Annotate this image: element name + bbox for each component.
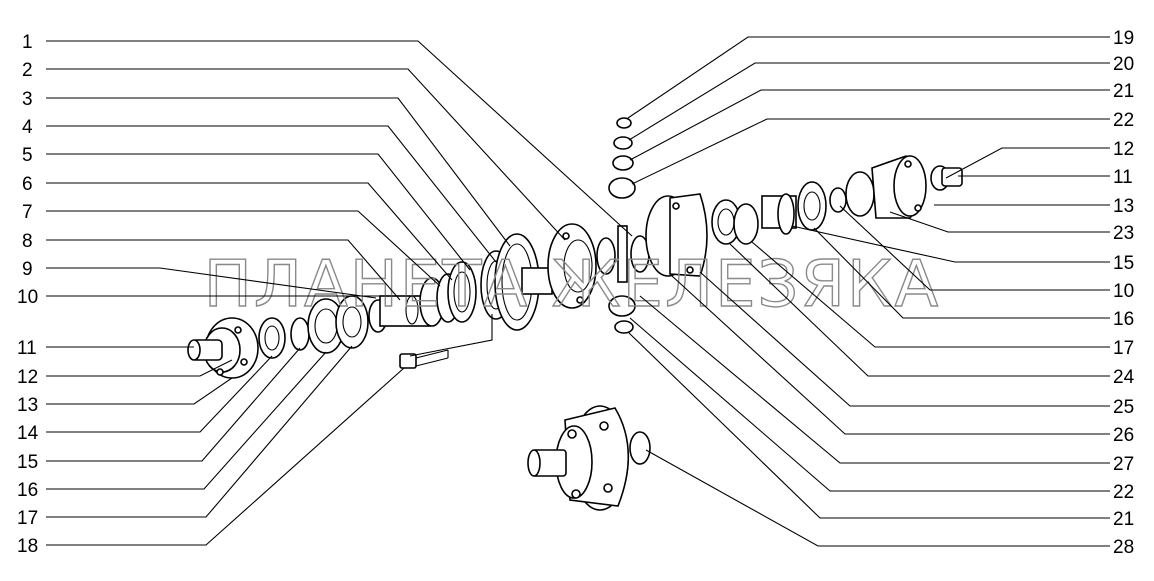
callout-number: 28 (1113, 537, 1134, 558)
callout-number: 16 (17, 480, 38, 501)
callout-number: 24 (1113, 367, 1135, 388)
callout-number: 15 (1113, 253, 1134, 274)
bolt (399, 349, 449, 369)
parts-drawing (187, 117, 963, 511)
left-flange (187, 317, 259, 379)
callout-number: 15 (17, 452, 38, 473)
right-bearing-2 (797, 181, 847, 231)
callout-number: 27 (1113, 454, 1134, 475)
callout-number: 8 (22, 231, 33, 252)
callout-number: 13 (1113, 196, 1134, 217)
callout-number: 17 (17, 508, 38, 529)
housing-half-left (547, 223, 597, 309)
right-shaft (761, 193, 797, 235)
callout-number: 3 (22, 89, 33, 110)
housing-half-right (645, 193, 708, 277)
seal-ring (258, 317, 286, 359)
left-bearing (290, 295, 369, 354)
callout-number: 18 (17, 536, 38, 557)
callout-number: 21 (1113, 81, 1134, 102)
callout-number: 22 (1113, 110, 1134, 131)
satellite-stack (596, 117, 650, 334)
callout-number: 23 (1113, 223, 1134, 244)
callout-number: 12 (1113, 139, 1134, 160)
callout-number: 1 (22, 32, 33, 53)
callout-number: 22 (1113, 482, 1134, 503)
callout-number: 16 (1113, 309, 1134, 330)
callout-number: 21 (1113, 509, 1134, 530)
callout-number: 20 (1113, 54, 1134, 75)
callout-number: 19 (1113, 28, 1134, 49)
right-bearing-1 (711, 199, 759, 245)
callout-number: 7 (22, 202, 33, 223)
right-callout-numbers: 19 20 21 22 12 11 13 23 15 10 16 17 24 2… (1113, 28, 1135, 558)
callout-number: 10 (17, 287, 38, 308)
right-flange (845, 155, 963, 219)
callout-number: 9 (22, 259, 33, 280)
leader-lines (46, 36, 1110, 547)
callout-number: 26 (1113, 425, 1134, 446)
callout-number: 13 (17, 395, 38, 416)
callout-number: 10 (1113, 281, 1134, 302)
callout-number: 2 (22, 60, 33, 81)
assembled-differential (527, 405, 651, 511)
callout-number: 5 (22, 145, 33, 166)
watermark: ПЛАНЕТА ЖЕЛЕЗЯКА (204, 248, 940, 322)
callout-number: 17 (1113, 338, 1134, 359)
callout-number: 6 (22, 174, 33, 195)
callout-number: 11 (17, 338, 37, 359)
callout-number: 11 (1113, 167, 1133, 188)
left-callout-numbers: 1 2 3 4 5 6 7 8 9 10 11 12 13 14 15 16 1… (17, 32, 39, 557)
callout-number: 25 (1113, 397, 1134, 418)
callout-number: 14 (17, 423, 39, 444)
callout-number: 4 (22, 117, 33, 138)
callout-number: 12 (17, 367, 38, 388)
